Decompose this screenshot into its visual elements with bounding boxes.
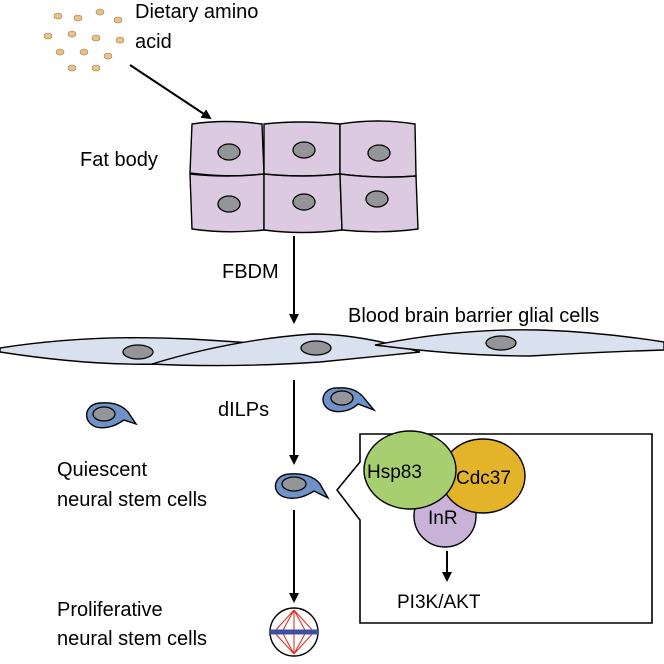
- fbdm-label: FBDM: [222, 261, 279, 283]
- nucleus: [292, 193, 316, 211]
- dietary-amino-acid-label-line2: acid: [135, 31, 172, 53]
- quiescent-nsc-left: [86, 402, 138, 429]
- mitotic-spindle-icon: [269, 607, 319, 657]
- amino-acid-dot: [55, 48, 65, 56]
- amino-acid-dot: [91, 64, 101, 72]
- nucleus: [300, 340, 332, 356]
- amino-acid-dot: [73, 14, 83, 22]
- amino-acid-dots-icon: [43, 8, 125, 72]
- arrow-amino-to-fatbody: [129, 64, 212, 120]
- amino-acid-dot: [91, 34, 101, 42]
- quiescent-nsc-center: [274, 473, 330, 500]
- nucleus: [485, 335, 517, 351]
- pi3k-akt-label: PI3K/AKT: [397, 592, 481, 613]
- nucleus: [281, 476, 307, 492]
- cdc37-label: Cdc37: [456, 468, 511, 489]
- amino-acid-dot: [53, 12, 63, 20]
- quiescent-nsc-label-line2: neural stem cells: [57, 489, 207, 511]
- hsp83-ellipse: [363, 430, 457, 510]
- nucleus: [122, 344, 154, 360]
- dilps-label: dILPs: [218, 399, 269, 421]
- amino-acid-dot: [79, 48, 89, 56]
- nucleus: [330, 390, 354, 406]
- proliferative-nsc-label-line1: Proliferative: [57, 599, 163, 621]
- fat-body-label: Fat body: [80, 149, 158, 171]
- hsp83-cdc37-inr-complex: Hsp83 Cdc37 InR: [363, 430, 526, 548]
- quiescent-nsc-label-line1: Quiescent: [57, 459, 147, 481]
- amino-acid-dot: [67, 30, 77, 38]
- amino-acid-dot: [115, 36, 125, 44]
- nucleus: [365, 190, 389, 208]
- nucleus: [217, 143, 241, 161]
- proliferative-nsc-label-line2: neural stem cells: [57, 628, 207, 650]
- nucleus: [292, 141, 316, 159]
- glial-cell: [374, 329, 664, 357]
- dietary-amino-acid-label-line1: Dietary amino: [135, 1, 258, 23]
- nucleus: [92, 406, 116, 422]
- amino-acid-dot: [103, 52, 113, 60]
- amino-acid-dot: [43, 32, 53, 40]
- hsp83-label: Hsp83: [367, 462, 422, 483]
- nucleus: [367, 144, 391, 162]
- glial-cell: [151, 333, 421, 367]
- nucleus: [217, 195, 241, 213]
- bbb-glial-cells: [0, 329, 664, 367]
- inr-label: InR: [428, 508, 458, 529]
- fat-body: [189, 120, 419, 234]
- amino-acid-dot: [67, 64, 77, 72]
- bbb-glia-label: Blood brain barrier glial cells: [348, 305, 599, 327]
- quiescent-nsc-right: [322, 387, 377, 413]
- amino-acid-dot: [113, 16, 123, 24]
- amino-acid-dot: [95, 8, 105, 16]
